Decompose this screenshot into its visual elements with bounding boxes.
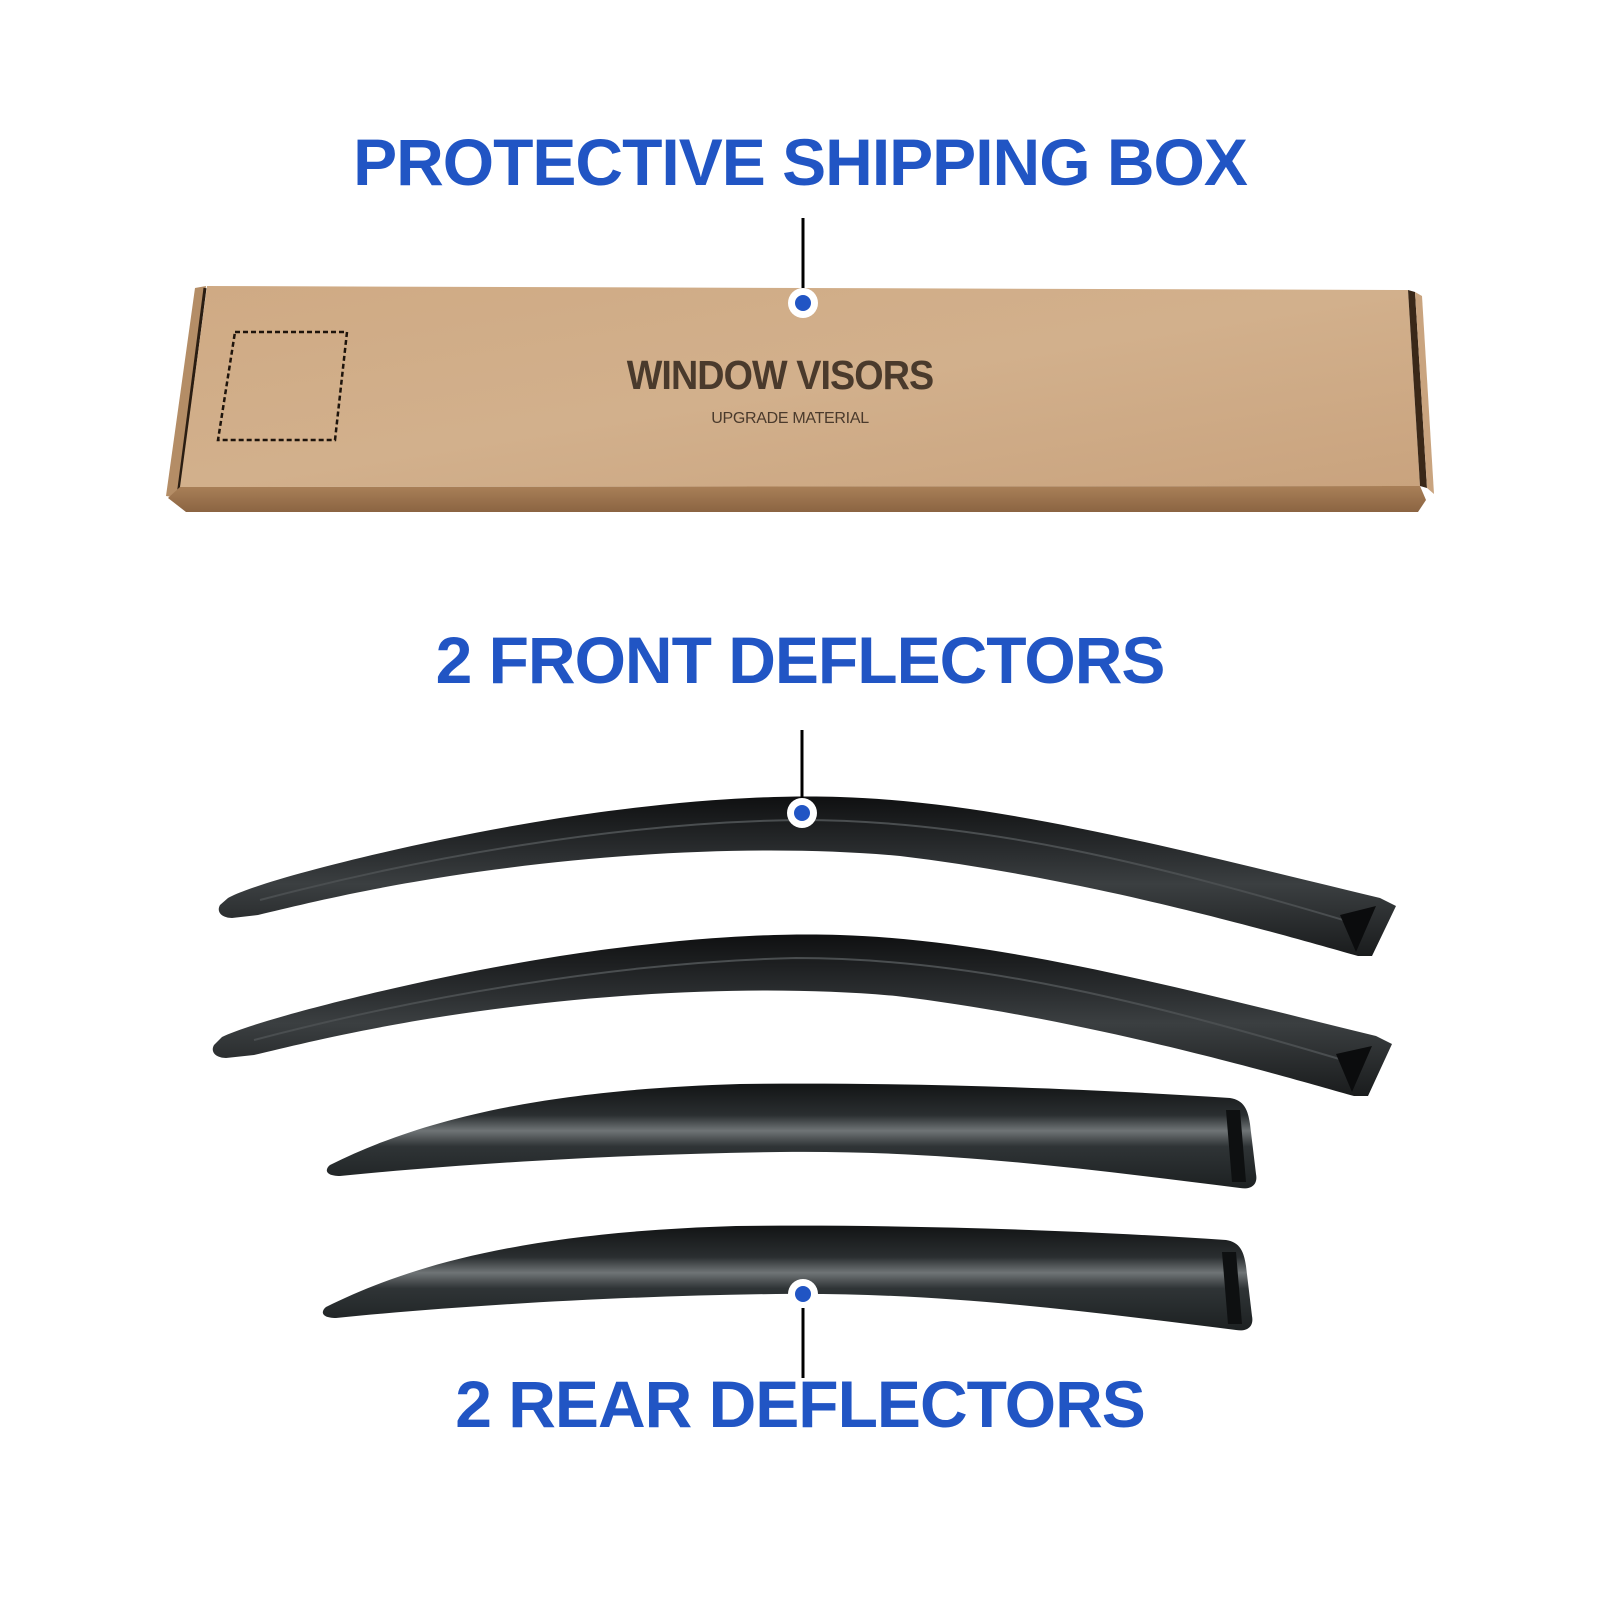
label-area: [216, 330, 349, 442]
rear-deflector-1: [326, 1083, 1257, 1189]
rear-deflector-2: [322, 1225, 1253, 1331]
front-deflector-2: [212, 934, 1392, 1096]
callout-rear: [788, 1279, 818, 1378]
box-print-title: WINDOW VISORS: [626, 352, 934, 398]
callout-front: [787, 730, 817, 828]
heading-rear-deflectors: 2 REAR DEFLECTORS: [455, 1367, 1146, 1441]
box-print-subtitle: UPGRADE MATERIAL: [711, 410, 869, 427]
callout-box: [788, 218, 818, 318]
heading-shipping-box: PROTECTIVE SHIPPING BOX: [353, 125, 1248, 199]
shipping-box: [166, 286, 1434, 512]
heading-front-deflectors: 2 FRONT DEFLECTORS: [435, 623, 1166, 697]
